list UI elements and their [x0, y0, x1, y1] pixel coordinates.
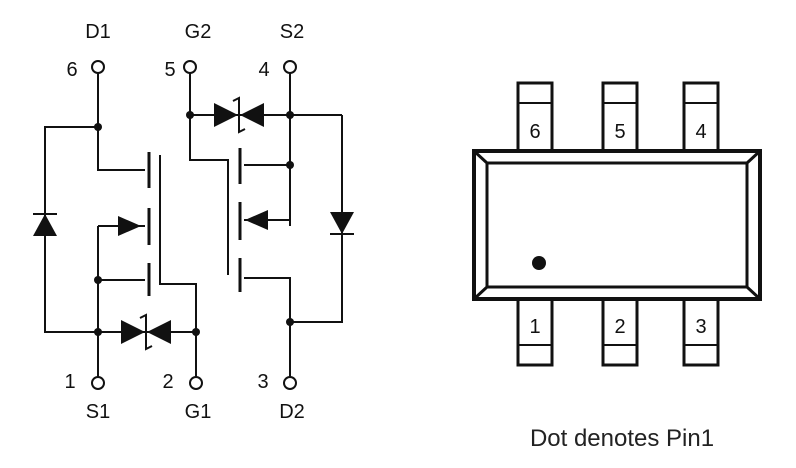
top-lead-5: 5 — [601, 81, 639, 153]
body-arrow-1-icon — [118, 216, 141, 236]
zener-1a-icon — [121, 320, 145, 344]
package-pin-3-label: 3 — [695, 316, 706, 338]
body-arrow-2-icon — [245, 210, 268, 230]
terminal-pin4 — [283, 60, 297, 74]
package-drawing: 6 5 4 1 2 3 — [472, 81, 762, 452]
package-pin-2-label: 2 — [614, 316, 625, 338]
pin-number-4: 4 — [258, 59, 269, 81]
pin1-indicator-dot — [532, 256, 546, 270]
zener-1b-icon — [147, 320, 171, 344]
pin-name-d1: D1 — [85, 21, 111, 43]
package-caption: Dot denotes Pin1 — [530, 425, 714, 452]
body-diode-2-icon — [330, 212, 354, 234]
pin-number-6: 6 — [66, 59, 77, 81]
pin-number-5: 5 — [164, 59, 175, 81]
terminal-pin1 — [91, 376, 105, 390]
body-diode-1-icon — [33, 214, 57, 236]
zener-2b-icon — [240, 103, 264, 127]
bottom-lead-2: 2 — [601, 297, 639, 367]
pin-name-d2: D2 — [279, 401, 305, 423]
pin-number-2: 2 — [162, 371, 173, 393]
terminal-pin2 — [189, 376, 203, 390]
mosfet-2 — [186, 73, 354, 377]
terminal-pin5 — [183, 60, 197, 74]
package-body — [472, 149, 762, 301]
pin-number-1: 1 — [64, 371, 75, 393]
zener-2a-icon — [214, 103, 238, 127]
package-pin-4-label: 4 — [695, 121, 706, 143]
pin-name-g1: G1 — [185, 401, 212, 423]
top-lead-4: 4 — [682, 81, 720, 153]
package-pin-5-label: 5 — [614, 121, 625, 143]
bottom-lead-1: 1 — [516, 297, 554, 367]
mosfet-1 — [33, 73, 200, 377]
schematic: D1 G2 S2 6 5 4 1 2 3 S1 G1 D2 — [33, 21, 354, 423]
package-pin-1-label: 1 — [529, 316, 540, 338]
bottom-lead-3: 3 — [682, 297, 720, 367]
pin-number-3: 3 — [257, 371, 268, 393]
package-pin-6-label: 6 — [529, 121, 540, 143]
pin-name-g2: G2 — [185, 21, 212, 43]
top-lead-6: 6 — [516, 81, 554, 153]
pin-name-s1: S1 — [86, 401, 110, 423]
terminal-pin3 — [283, 376, 297, 390]
terminal-pin6 — [91, 60, 105, 74]
pin-name-s2: S2 — [280, 21, 304, 43]
